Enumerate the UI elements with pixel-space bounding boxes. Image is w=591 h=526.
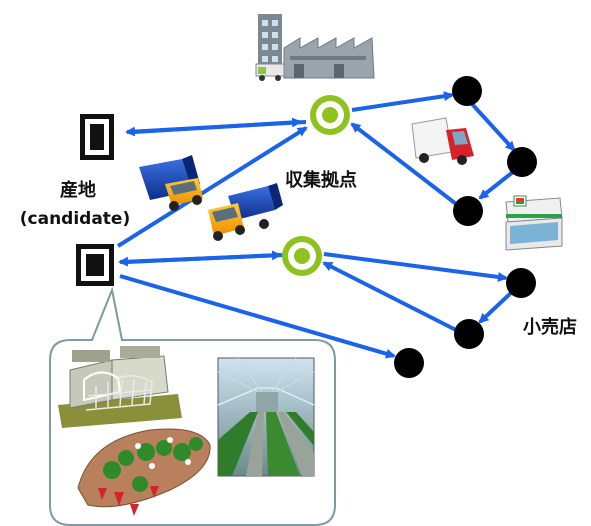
arrow-site2-to-hub2 [125, 250, 282, 264]
store-f [394, 348, 424, 378]
delivery-truck-icon [411, 117, 474, 165]
convenience-store-icon [505, 195, 563, 251]
collection-hub-2 [282, 236, 322, 276]
retail-store-label: 小売店 [523, 316, 577, 338]
store-a [452, 76, 482, 106]
greenhouse-interior-photo [217, 357, 315, 477]
store-c [453, 196, 483, 226]
arrow-site2-to-store-f [119, 274, 396, 359]
factory-icon [255, 14, 375, 81]
truck-icon [208, 183, 283, 241]
arrow-hub2-to-store-d [323, 252, 508, 282]
arrow-store-a-to-store-b [470, 102, 516, 152]
arrow-hub1-to-store-a [351, 91, 454, 112]
production-site-1 [80, 114, 114, 160]
store-b [507, 147, 537, 177]
greenhouse-icon [58, 346, 182, 428]
production-site-2 [76, 244, 114, 286]
arrow-site1-to-hub1 [133, 117, 302, 134]
arrow-store-e-to-hub2 [322, 261, 457, 332]
store-e [454, 319, 484, 349]
collection-hub-1 [310, 95, 350, 135]
arrow-site2-to-hub1 [116, 126, 308, 248]
flow-arrows [116, 91, 520, 359]
arrow-store-b-to-store-c [478, 166, 520, 200]
production-site-label: 産地 [60, 179, 96, 201]
collection-hub-label: 収集拠点 [285, 169, 357, 191]
truck-icon [139, 155, 203, 211]
candidate-label: (candidate) [20, 209, 130, 229]
arrow-store-d-to-store-e [478, 288, 516, 324]
store-d [506, 268, 536, 298]
retail-stores [394, 76, 537, 378]
arrow-store-c-to-hub1 [350, 122, 462, 209]
strawberry-field-icon [77, 428, 211, 516]
